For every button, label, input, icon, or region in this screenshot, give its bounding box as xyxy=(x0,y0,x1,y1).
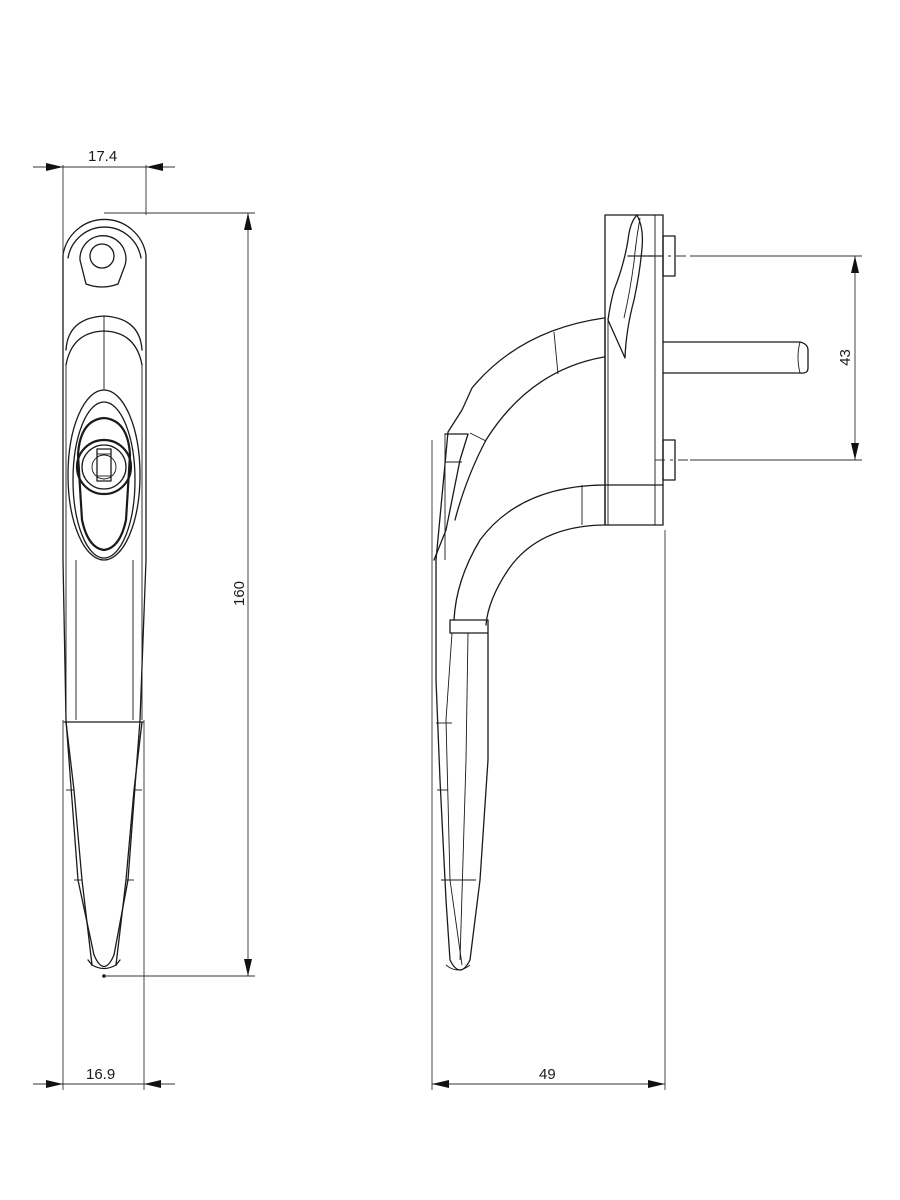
dimension-overall-length: 160 xyxy=(231,580,249,607)
dimension-top-width: 17.4 xyxy=(88,148,118,165)
lock-escutcheon-icon xyxy=(67,389,141,561)
lock-cylinder-icon xyxy=(75,438,133,496)
front-view xyxy=(62,218,147,978)
front-dimensions xyxy=(33,163,255,1090)
keyhole-icon xyxy=(96,448,112,482)
spindle xyxy=(662,341,809,374)
screw-hole-icon xyxy=(89,243,115,269)
side-view xyxy=(433,214,809,971)
dimension-projection-depth: 49 xyxy=(539,1066,556,1083)
side-dimensions xyxy=(431,255,862,1090)
fixing-boss-icon xyxy=(79,235,127,288)
dimension-bottom-width: 16.9 xyxy=(86,1066,116,1083)
dimension-fixing-centres: 43 xyxy=(836,349,854,366)
